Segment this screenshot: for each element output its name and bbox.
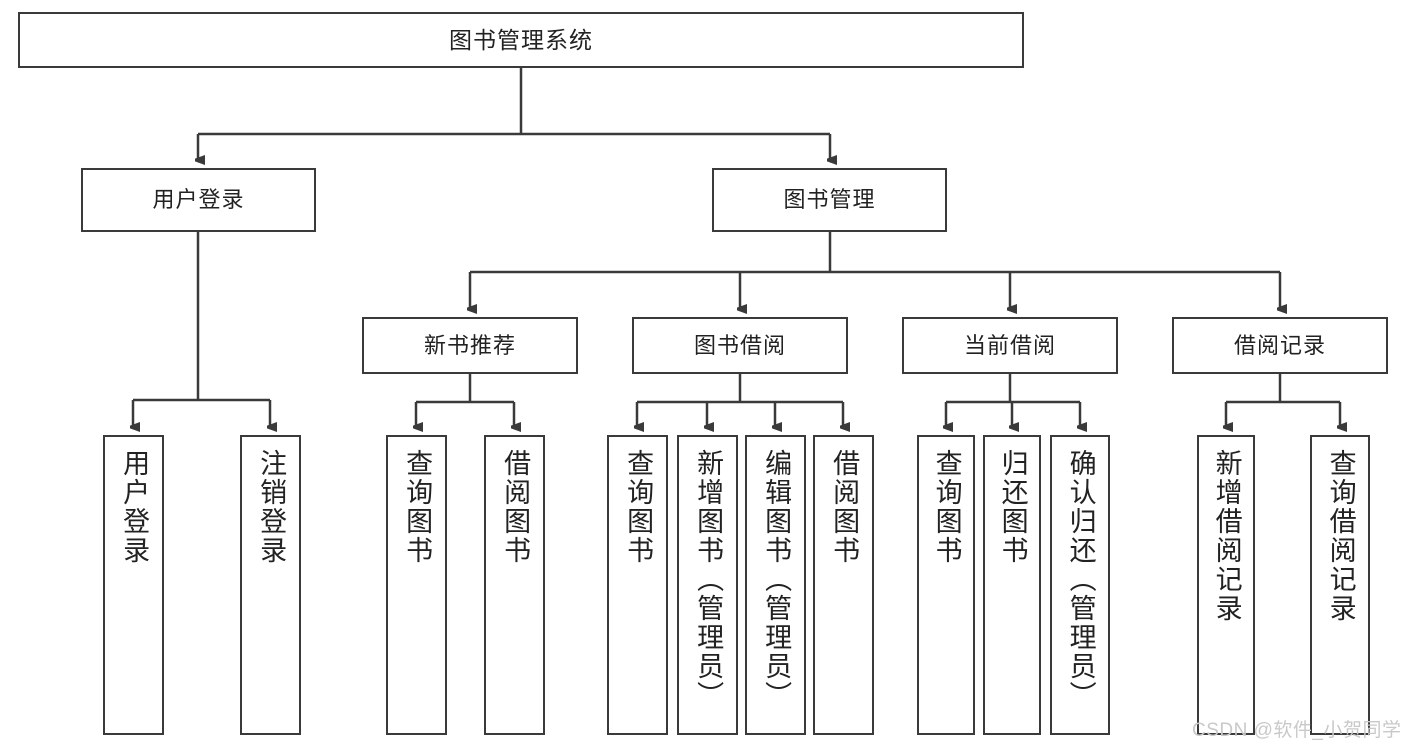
node-root-label: 图书管理系统 bbox=[449, 26, 593, 53]
leaf-label: 借阅图书 bbox=[500, 449, 531, 565]
leaf-edit-book[interactable]: 编辑图书（管理员） bbox=[745, 435, 806, 735]
leaf-label: 新增图书（管理员） bbox=[693, 449, 724, 710]
leaf-query-record[interactable]: 查询借阅记录 bbox=[1310, 435, 1370, 735]
leaf-logout[interactable]: 注销登录 bbox=[240, 435, 301, 735]
leaf-add-book[interactable]: 新增图书（管理员） bbox=[677, 435, 738, 735]
leaf-query-book-borrow[interactable]: 查询图书 bbox=[607, 435, 668, 735]
leaf-label: 注销登录 bbox=[256, 449, 287, 565]
leaf-query-book-rec[interactable]: 查询图书 bbox=[386, 435, 447, 735]
leaf-label: 查询图书 bbox=[931, 449, 962, 565]
leaf-label: 新增借阅记录 bbox=[1211, 449, 1242, 623]
watermark-text: CSDN @软件_小贺同学 bbox=[1192, 720, 1402, 741]
node-book-manage-label: 图书管理 bbox=[783, 187, 876, 212]
leaf-borrow-book[interactable]: 借阅图书 bbox=[813, 435, 874, 735]
node-current-borrow-label: 当前借阅 bbox=[963, 332, 1056, 358]
node-new-book-recommend[interactable]: 新书推荐 bbox=[362, 317, 578, 374]
leaf-label: 确认归还（管理员） bbox=[1065, 449, 1096, 710]
leaf-label: 查询图书 bbox=[402, 449, 433, 565]
leaf-label: 查询借阅记录 bbox=[1325, 449, 1356, 623]
leaf-confirm-return[interactable]: 确认归还（管理员） bbox=[1050, 435, 1110, 735]
node-borrow-record-label: 借阅记录 bbox=[1233, 332, 1326, 358]
leaf-user-login[interactable]: 用户登录 bbox=[103, 435, 164, 735]
node-new-book-recommend-label: 新书推荐 bbox=[423, 332, 516, 358]
leaf-return-book[interactable]: 归还图书 bbox=[983, 435, 1041, 735]
node-current-borrow[interactable]: 当前借阅 bbox=[902, 317, 1118, 374]
node-book-borrow[interactable]: 图书借阅 bbox=[632, 317, 848, 374]
leaf-label: 编辑图书（管理员） bbox=[761, 449, 792, 710]
leaf-label: 用户登录 bbox=[119, 449, 150, 565]
node-book-borrow-label: 图书借阅 bbox=[693, 332, 786, 358]
node-borrow-record[interactable]: 借阅记录 bbox=[1172, 317, 1388, 374]
leaf-query-book-cur[interactable]: 查询图书 bbox=[917, 435, 975, 735]
leaf-label: 归还图书 bbox=[997, 449, 1028, 565]
leaf-label: 查询图书 bbox=[623, 449, 654, 565]
node-root[interactable]: 图书管理系统 bbox=[18, 12, 1024, 68]
leaf-label: 借阅图书 bbox=[829, 449, 860, 565]
leaf-add-record[interactable]: 新增借阅记录 bbox=[1197, 435, 1255, 735]
node-book-manage[interactable]: 图书管理 bbox=[712, 168, 947, 232]
node-user-login[interactable]: 用户登录 bbox=[81, 168, 316, 232]
node-user-login-label: 用户登录 bbox=[152, 187, 245, 212]
leaf-borrow-book-rec[interactable]: 借阅图书 bbox=[484, 435, 545, 735]
